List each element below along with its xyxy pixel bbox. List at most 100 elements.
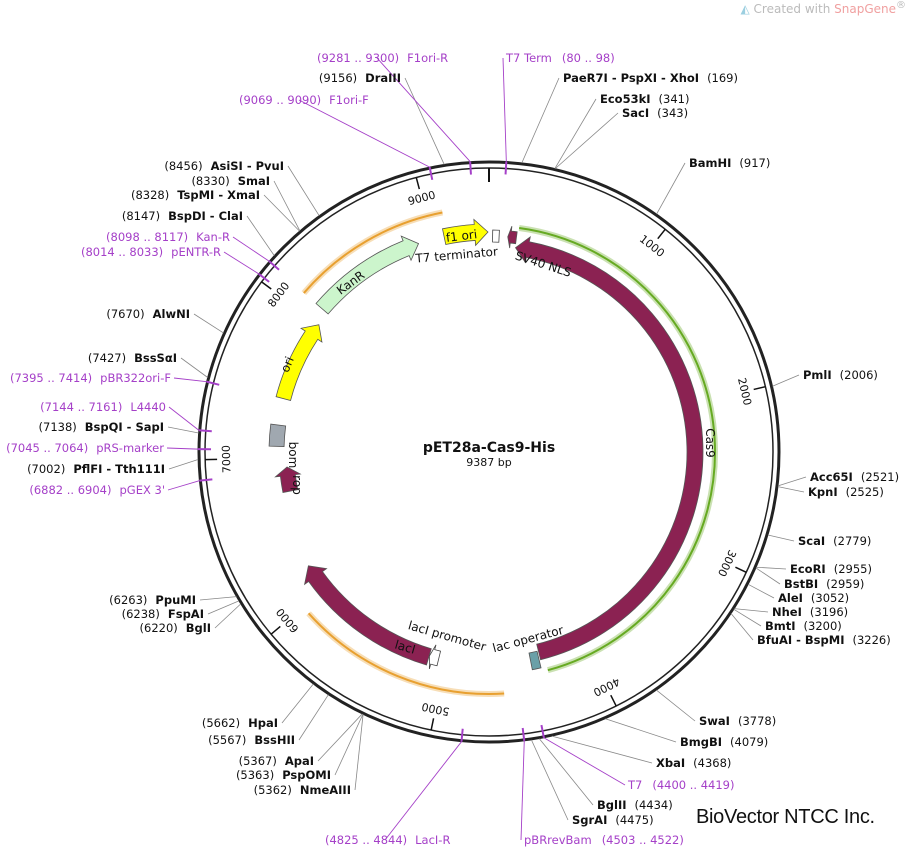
enzyme-site: (5363)PspOMI [236, 768, 331, 782]
plasmid-name: pET28a-Cas9-His [423, 440, 555, 456]
enzyme-name: BglI [186, 621, 211, 635]
enzyme-name: FspAI [168, 607, 204, 621]
leader-line [554, 98, 597, 169]
enzyme-name: ApaI [285, 754, 314, 768]
leader-line [521, 77, 560, 164]
tick-label: 1000 [637, 232, 667, 260]
primer-name: F1ori-F [329, 93, 369, 107]
tick-mark [753, 385, 766, 391]
enzyme-name: DraIII [365, 71, 401, 85]
tick-mark [430, 718, 435, 731]
primer-label: (7144 .. 7161)L4440 [40, 400, 166, 414]
enzyme-position: (7002) [27, 462, 65, 476]
leader-line [755, 567, 781, 585]
enzyme-site: SacI(343) [622, 106, 688, 120]
enzyme-site: Acc65I(2521) [810, 470, 899, 484]
enzyme-site: AleI (3052) [778, 591, 849, 605]
leader-line [263, 194, 300, 232]
enzyme-site: BfuAI - BspMI (3226) [757, 633, 891, 647]
leader-line [538, 738, 594, 806]
enzyme-name: NmeAIII [300, 783, 351, 797]
enzyme-position: (2779) [833, 534, 871, 548]
enzyme-name: BspQI - SapI [85, 420, 164, 434]
primer-label: (8098 .. 8117)Kan-R [106, 230, 230, 244]
primer-leader [376, 57, 471, 162]
primer-range: (8014 .. 8033) [81, 245, 163, 259]
primer-label: pBRrevBam(4503 .. 4522) [524, 833, 684, 847]
primer-range: (7395 .. 7414) [10, 371, 92, 385]
brand-text: BioVector NTCC Inc. [696, 806, 875, 828]
enzyme-name: AleI [778, 591, 803, 605]
enzyme-site: BamHI(917) [689, 156, 770, 170]
enzyme-name: NheI [772, 605, 802, 619]
enzyme-name: ScaI [798, 534, 825, 548]
enzyme-site: PmlI(2006) [803, 368, 878, 382]
enzyme-site: (7670)AlwNI [106, 307, 190, 321]
enzyme-site: (9156)DraIII [319, 71, 401, 85]
primer-name: pENTR-R [171, 245, 221, 259]
feature-rop [274, 466, 302, 494]
primer-leader [223, 251, 260, 275]
enzyme-name: BspDI - ClaI [168, 209, 243, 223]
enzyme-position: (3226) [852, 633, 890, 647]
enzyme-name: BamHI [689, 156, 731, 170]
enzyme-position: (6220) [140, 621, 178, 635]
enzyme-name: BfuAI - BspMI [757, 633, 844, 647]
primer-name: pBR322ori-F [100, 371, 171, 385]
enzyme-site: BmtI(3200) [765, 619, 842, 633]
enzyme-name: SmaI [238, 174, 270, 188]
leader-line [199, 596, 237, 601]
leader-line [551, 735, 653, 764]
enzyme-site: (7002)PflFI - Tth111I [27, 462, 165, 476]
leader-line [747, 583, 775, 599]
primer-site [198, 429, 212, 433]
primer-name: pRS-marker [96, 441, 164, 455]
enzyme-position: (2525) [846, 485, 884, 499]
label-leaders [166, 57, 807, 841]
enzyme-position: (4475) [615, 813, 653, 827]
enzyme-name: XbaI [656, 756, 685, 770]
enzyme-position: (169) [707, 71, 738, 85]
enzyme-position: (8147) [122, 209, 160, 223]
leader-line [404, 77, 445, 165]
primer-label: (8014 .. 8033) pENTR-R [81, 245, 221, 259]
enzyme-position: (5367) [239, 754, 277, 768]
leader-line [777, 486, 805, 493]
snapgene-logo-icon: ◭ [740, 2, 750, 16]
enzyme-site: ScaI (2779) [798, 534, 871, 548]
primer-site [428, 166, 434, 181]
enzyme-site: (8330)SmaI [191, 174, 270, 188]
enzyme-position: (7427) [88, 351, 126, 365]
primer-range: (4825 .. 4844) [325, 833, 407, 847]
snapgene-watermark: ◭ Created with SnapGene® [740, 0, 906, 16]
feature-label: rop [290, 475, 304, 495]
feature-label: bom [286, 442, 300, 469]
enzyme-site: (7138)BspQI - SapI [39, 420, 164, 434]
enzyme-position: (3052) [811, 591, 849, 605]
enzyme-site: (8328)TspMI - XmaI [131, 188, 260, 202]
feature-laci-promoter [428, 644, 442, 670]
enzyme-site: BglII(4434) [597, 798, 673, 812]
primer-range: (9069 .. 9090) [239, 93, 321, 107]
enzyme-position: (5567) [208, 733, 246, 747]
primer-name: T7 Term [505, 51, 552, 65]
primer-range: (8098 .. 8117) [106, 230, 188, 244]
primer-site [469, 161, 472, 175]
enzyme-name: SacI [622, 106, 649, 120]
primer-label: T7 Term(80 .. 98) [505, 51, 615, 65]
enzyme-position: (3778) [738, 714, 776, 728]
primer-site [268, 260, 280, 271]
primer-site [460, 728, 464, 742]
primer-leader [173, 377, 207, 383]
enzyme-name: PspOMI [282, 768, 331, 782]
primer-name: L4440 [130, 400, 166, 414]
primer-range: (6882 .. 6904) [29, 483, 111, 497]
leader-line [167, 426, 199, 434]
leader-line [656, 689, 696, 722]
enzyme-name: SgrAI [572, 813, 607, 827]
primer-leader [384, 741, 462, 841]
leader-line [168, 459, 199, 470]
feature-f1-ori [442, 218, 489, 247]
enzyme-position: (2521) [861, 470, 899, 484]
